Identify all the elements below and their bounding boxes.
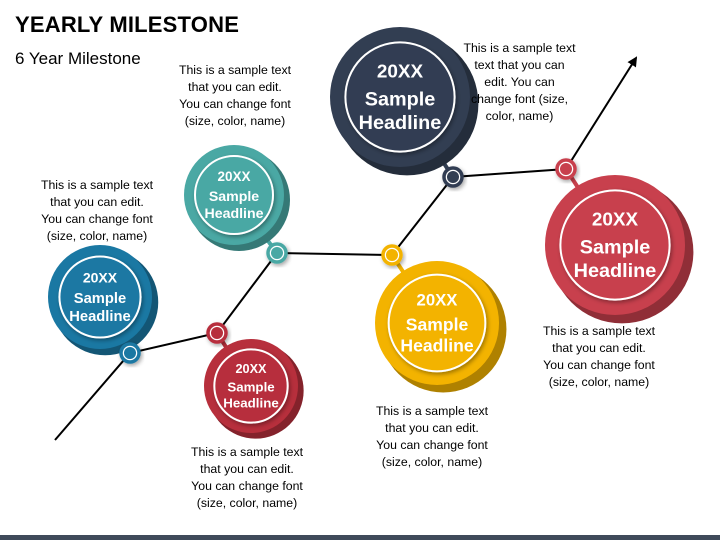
milestone-headline: Sample <box>227 380 274 395</box>
timeline-node-core <box>447 171 459 183</box>
description-line: (size, color, name) <box>196 496 298 510</box>
timeline-arrow-line <box>54 56 638 441</box>
milestone-year: 20XX <box>217 169 250 184</box>
description-line: (size, color, name) <box>184 114 286 128</box>
milestone-headline: Sample <box>209 189 259 205</box>
timeline-node-core <box>211 327 223 339</box>
milestone-headline: Headline <box>69 309 130 325</box>
description-line: that you can edit. <box>188 80 282 94</box>
milestone-circle-inner <box>387 273 487 373</box>
description-line: (size, color, name) <box>381 455 483 469</box>
milestone-headline: Headline <box>359 112 442 134</box>
page-subtitle: 6 Year Milestone <box>15 49 141 68</box>
milestone-year: 20XX <box>83 269 118 285</box>
milestone-headline: Sample <box>406 314 469 334</box>
bottom-bar <box>0 535 720 540</box>
description-line: change font (size, <box>470 92 569 106</box>
description-line: edit. You can <box>484 75 555 89</box>
milestone-description-3: This is a sample text that you can edit. Y… <box>150 62 320 130</box>
description-line: You can change font <box>191 479 303 493</box>
milestone-year: 20XX <box>235 362 267 376</box>
timeline-node-core <box>386 249 398 261</box>
timeline-node-core <box>271 247 283 259</box>
milestone-description-6: This is a sample text that you can edit. Y… <box>514 323 684 391</box>
description-line: You can change font <box>179 97 291 111</box>
description-line: that you can edit. <box>385 421 479 435</box>
description-line: This is a sample text <box>463 41 576 55</box>
milestone-description-1: This is a sample text that you can edit. Y… <box>12 177 182 245</box>
milestone-headline: Headline <box>574 260 657 282</box>
page-title: YEARLY MILESTONE <box>15 12 240 37</box>
description-line: that you can edit. <box>200 462 294 476</box>
description-line: This is a sample text <box>542 324 656 338</box>
timeline-node-core <box>560 163 572 175</box>
milestone-year: 20XX <box>417 291 459 310</box>
description-line: This is a sample text <box>190 445 304 459</box>
description-line: text that you can <box>474 58 565 72</box>
description-line: color, name) <box>485 109 554 123</box>
description-line: This is a sample text <box>375 404 489 418</box>
timeline-node-core <box>124 347 136 359</box>
milestone-circle-inner <box>344 41 456 153</box>
milestone-headline: Headline <box>223 396 279 411</box>
milestone-headline: Sample <box>74 291 126 307</box>
milestone-year: 20XX <box>377 61 424 82</box>
description-line: that you can edit. <box>552 341 646 355</box>
milestone-description-2: This is a sample text that you can edit. Y… <box>162 444 332 512</box>
milestone-headline: Sample <box>365 88 436 110</box>
milestone-headline: Headline <box>400 335 473 355</box>
description-line: This is a sample text <box>40 178 154 192</box>
description-line: that you can edit. <box>50 195 144 209</box>
description-line: This is a sample text <box>178 63 292 77</box>
milestone-year: 20XX <box>592 209 639 230</box>
milestone-circle-inner <box>194 155 274 235</box>
milestone-description-4: This is a sample text that you can edit. Y… <box>347 403 517 471</box>
milestone-description-5: This is a sample text text that you can ed… <box>462 40 577 125</box>
milestone-headline: Headline <box>204 206 263 222</box>
description-line: You can change font <box>41 212 153 226</box>
milestone-headline: Sample <box>580 236 651 258</box>
description-line: (size, color, name) <box>46 229 148 243</box>
milestone-circle-inner <box>213 348 289 424</box>
milestone-circle-inner <box>58 255 142 339</box>
milestone-circle-inner <box>559 189 671 301</box>
description-line: You can change font <box>543 358 655 372</box>
description-line: (size, color, name) <box>548 375 650 389</box>
description-line: You can change font <box>376 438 488 452</box>
